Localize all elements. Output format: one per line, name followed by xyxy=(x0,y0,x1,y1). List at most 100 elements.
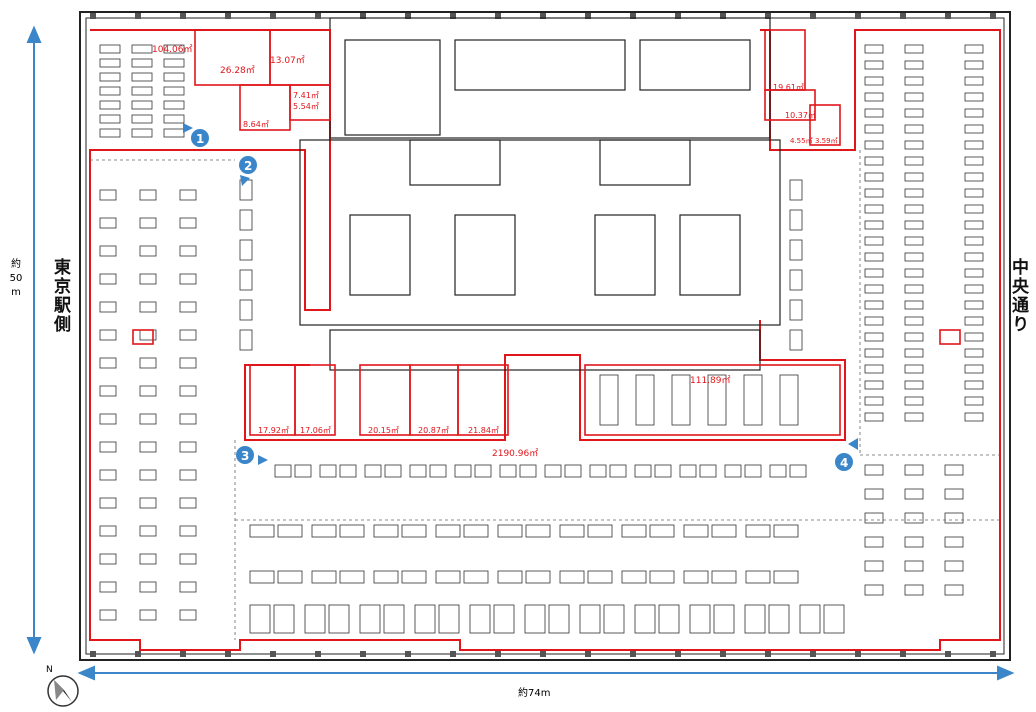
desk xyxy=(179,469,197,481)
desk xyxy=(864,348,884,358)
desk xyxy=(274,464,292,478)
desk xyxy=(524,604,546,634)
desk xyxy=(689,604,711,634)
desk xyxy=(179,189,197,201)
column xyxy=(495,651,501,657)
desk xyxy=(99,44,121,54)
column xyxy=(585,651,591,657)
desk xyxy=(131,58,153,68)
viewpoint-marker: 4 xyxy=(835,438,858,471)
desk xyxy=(383,604,405,634)
area-label: 17.06㎡ xyxy=(300,426,331,435)
column xyxy=(855,651,861,657)
desk xyxy=(864,108,884,118)
desk xyxy=(904,364,924,374)
desk xyxy=(649,570,675,584)
desk xyxy=(964,316,984,326)
desk xyxy=(179,273,197,285)
area-label: 104.06㎡ xyxy=(152,44,193,55)
desk xyxy=(944,464,964,476)
desk xyxy=(864,140,884,150)
desk xyxy=(99,357,117,369)
desk xyxy=(904,488,924,500)
area-label: 5.54㎡ xyxy=(293,102,319,111)
desk xyxy=(944,584,964,596)
desk xyxy=(964,188,984,198)
desk xyxy=(789,329,803,351)
column xyxy=(315,13,321,19)
desk xyxy=(864,488,884,500)
desk xyxy=(944,512,964,524)
desk xyxy=(139,189,157,201)
desk xyxy=(864,124,884,134)
desk xyxy=(99,301,117,313)
desk xyxy=(904,348,924,358)
area-label: 7.41㎡ xyxy=(293,91,319,100)
desk xyxy=(373,570,399,584)
desk xyxy=(864,92,884,102)
desk xyxy=(944,488,964,500)
desk xyxy=(904,220,924,230)
desk xyxy=(904,76,924,86)
desk xyxy=(99,385,117,397)
desk xyxy=(964,220,984,230)
desk xyxy=(904,252,924,262)
column xyxy=(855,13,861,19)
desk xyxy=(864,204,884,214)
column xyxy=(900,651,906,657)
desk xyxy=(401,570,427,584)
column xyxy=(360,651,366,657)
column xyxy=(585,13,591,19)
desk xyxy=(384,464,402,478)
desk xyxy=(964,204,984,214)
desk xyxy=(683,570,709,584)
area-label: 17.92㎡ xyxy=(258,426,289,435)
desk xyxy=(139,217,157,229)
desk xyxy=(711,570,737,584)
desk xyxy=(603,604,625,634)
svg-text:4: 4 xyxy=(840,456,848,470)
desk xyxy=(779,374,799,426)
desk xyxy=(99,86,121,96)
desk xyxy=(179,441,197,453)
desk xyxy=(964,396,984,406)
desk xyxy=(679,464,697,478)
column xyxy=(540,651,546,657)
desk xyxy=(944,560,964,572)
desk xyxy=(864,412,884,422)
desk xyxy=(904,92,924,102)
desk xyxy=(964,124,984,134)
height-dimension-label: 約 50 m xyxy=(9,259,23,298)
desk xyxy=(179,581,197,593)
desk xyxy=(745,524,771,538)
desk xyxy=(904,236,924,246)
desk xyxy=(587,570,613,584)
column xyxy=(90,651,96,657)
desk xyxy=(904,188,924,198)
desk xyxy=(373,524,399,538)
desk xyxy=(339,524,365,538)
width-dimension-label: 約74m xyxy=(518,688,551,699)
desk xyxy=(179,357,197,369)
desk xyxy=(904,316,924,326)
desk xyxy=(768,604,790,634)
desk xyxy=(249,524,275,538)
desk xyxy=(964,92,984,102)
desk xyxy=(683,524,709,538)
desk xyxy=(131,114,153,124)
desk xyxy=(904,140,924,150)
column xyxy=(765,651,771,657)
desk xyxy=(409,464,427,478)
desk xyxy=(304,604,326,634)
desk xyxy=(789,299,803,321)
desk xyxy=(964,412,984,422)
desk xyxy=(99,189,117,201)
desk xyxy=(131,100,153,110)
desk xyxy=(658,604,680,634)
perimeter-columns xyxy=(90,13,996,657)
column xyxy=(990,13,996,19)
column xyxy=(180,651,186,657)
desk xyxy=(724,464,742,478)
desk xyxy=(131,86,153,96)
desk xyxy=(559,570,585,584)
